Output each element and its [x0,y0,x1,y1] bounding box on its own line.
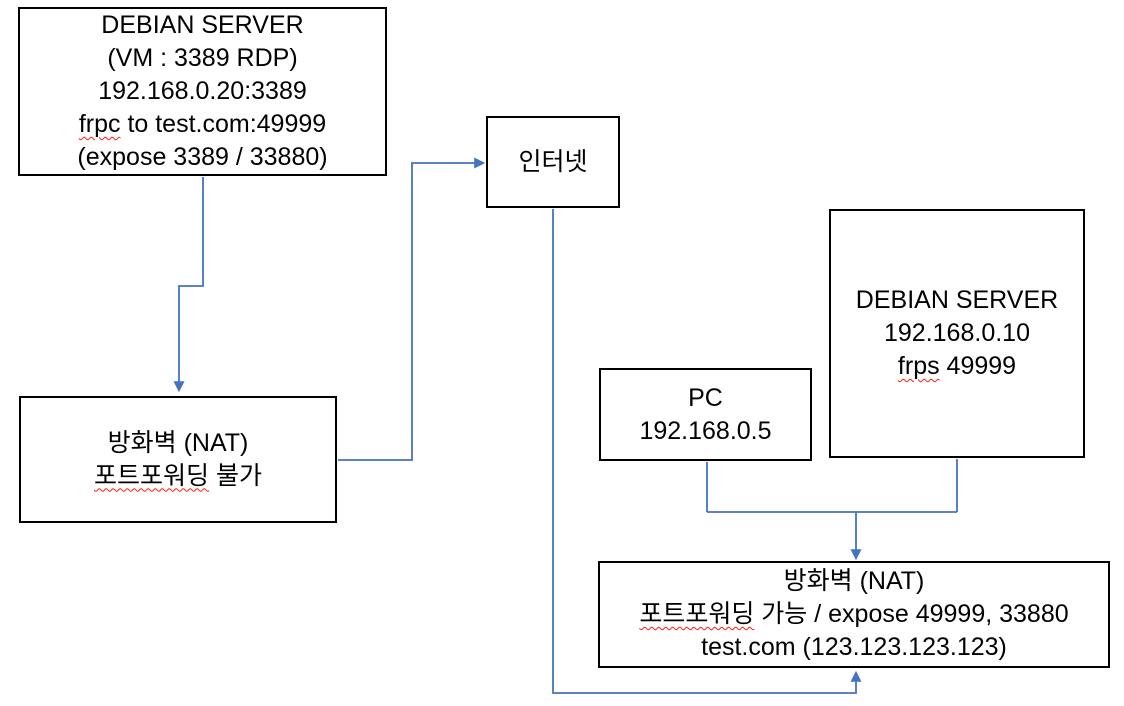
node-text-line: 192.168.0.5 [639,416,772,445]
node-text-line: 192.168.0.20:3389 [98,77,307,105]
node-text-line: PC [688,383,723,412]
node-text-line: 192.168.0.10 [884,319,1030,347]
misspelled-word-portforwarding: 포트포워딩 [94,461,210,490]
node-text-line: DEBIAN SERVER [101,11,304,39]
node-text-rest: 가능 / expose 49999, 33880 [754,600,1069,628]
misspelled-word-frpc: frpc [78,110,121,138]
connector-vm-to-firewall-left [173,177,204,393]
node-debian-server-frps: DEBIAN SERVER 192.168.0.10 frps 49999 [829,209,1085,458]
node-text-rest: to test.com:49999 [120,110,327,138]
misspelled-word-portforwarding: 포트포워딩 [639,600,755,628]
connector-internet-to-firewall-right [552,209,862,694]
node-text-line: DEBIAN SERVER [855,286,1059,314]
node-text-line: frps 49999 [898,350,1016,383]
node-text-line: test.com (123.123.123.123) [701,633,1007,661]
node-firewall-nat-right: 방화벽 (NAT) 포트포워딩 가능 / expose 49999, 33880… [598,561,1110,668]
misspelled-word-frps: frps [897,352,940,380]
node-text-line: 방화벽 (NAT) [783,567,925,595]
node-text-rest: 49999 [939,352,1017,380]
node-text-line: 포트포워딩 가능 / expose 49999, 33880 [639,598,1068,631]
node-text-line: 포트포워딩 불가 [94,460,262,493]
node-text-line: frpc to test.com:49999 [79,108,326,141]
connector-firewall-left-to-internet [338,157,486,461]
node-pc: PC 192.168.0.5 [599,368,812,461]
node-text-rest: 불가 [209,461,262,490]
node-firewall-nat-left: 방화벽 (NAT) 포트포워딩 불가 [19,396,337,523]
node-text-line: 방화벽 (NAT) [107,428,249,457]
node-text-line: (expose 3389 / 33880) [77,143,328,171]
node-debian-server-vm: DEBIAN SERVER (VM : 3389 RDP) 192.168.0.… [18,7,387,176]
node-text-line: 인터넷 [518,147,588,176]
node-internet: 인터넷 [486,116,620,208]
node-text-line: (VM : 3389 RDP) [107,44,298,72]
